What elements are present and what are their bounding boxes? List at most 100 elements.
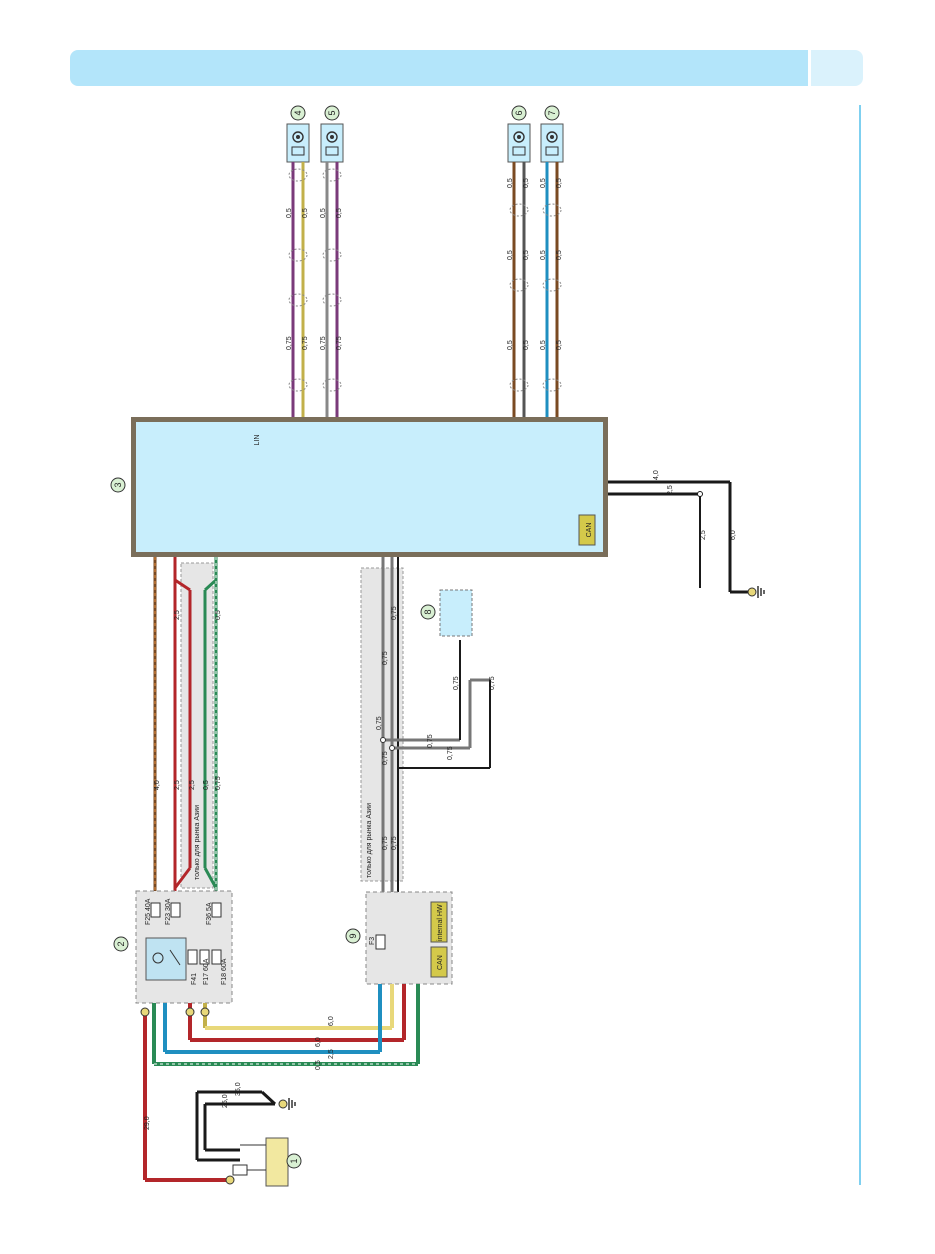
wire-label: 0,75 — [376, 716, 383, 730]
ground-icon — [757, 586, 765, 598]
ground-terminal — [747, 587, 757, 597]
relay-icon — [145, 937, 187, 981]
wire-label: 0,75 — [427, 734, 434, 748]
block-9: F3 internal HW CAN — [365, 891, 453, 985]
wire-label: 0,5 — [556, 178, 563, 188]
lin-label: LIN — [254, 435, 261, 446]
wire-label: 2,5 — [700, 530, 707, 540]
callout-8 — [420, 604, 436, 620]
wire-label: 0,75 — [215, 776, 222, 790]
wire-label: 0,5 — [556, 250, 563, 260]
speaker-connector-4 — [286, 123, 310, 163]
internal-hw-badge — [430, 901, 448, 943]
wire-label: 6,0 — [315, 1037, 322, 1047]
wire-label: 0,5 — [315, 1060, 322, 1070]
speaker-icon — [292, 131, 304, 143]
wire-label: 35,0 — [235, 1082, 242, 1096]
wire-label: 0,5 — [540, 250, 547, 260]
wire-label: 0,5 — [507, 340, 514, 350]
wire-label: 0,5 — [556, 340, 563, 350]
callout-2-text: 2 — [116, 941, 126, 946]
callout-5-text: 5 — [327, 110, 337, 115]
speaker-icon — [326, 131, 338, 143]
wire-label: 0,75 — [382, 651, 389, 665]
speaker-connector-7 — [540, 123, 564, 163]
speaker-4 — [286, 123, 310, 163]
center-harness: 0,75 0,75 0,75 0,75 0,75 0,75 0,75 0,75 … — [360, 557, 496, 892]
can-label: CAN — [437, 955, 444, 970]
callout-3-text: 3 — [113, 482, 123, 487]
fuse-icon — [170, 902, 181, 918]
can-badge — [430, 946, 448, 978]
wire-label: 4,0 — [653, 470, 660, 480]
wire-label: 0,5 — [302, 208, 309, 218]
asia-only-zone-left — [180, 562, 214, 889]
battery-1: 29,0 25,0 35,0 — [140, 1007, 296, 1187]
callout-3 — [110, 477, 126, 493]
wire-label: 0,75 — [320, 336, 327, 350]
fuse-label: F41 — [191, 973, 198, 985]
callout-9-text: 9 — [348, 933, 358, 938]
battery-icon — [265, 1137, 289, 1187]
can-label: CAN — [586, 523, 593, 538]
header-band — [70, 50, 808, 86]
connector-icon — [325, 146, 339, 156]
terminal-icon — [225, 1175, 235, 1185]
callouts-top: 4 5 6 7 — [290, 105, 560, 121]
speaker-wires — [288, 162, 562, 420]
ground-icon — [288, 1098, 296, 1110]
wire-label: 0,75 — [382, 751, 389, 765]
asia-only-note-left: только для рынка Азии — [194, 805, 201, 880]
speaker-icon — [546, 131, 558, 143]
wire-label: 0,75 — [302, 336, 309, 350]
wire-label: 0,75 — [391, 606, 398, 620]
fuse-icon — [232, 1164, 248, 1176]
wire-label: 0,75 — [447, 746, 454, 760]
callout-8-text: 8 — [423, 609, 433, 614]
wire-label: 6,0 — [730, 530, 737, 540]
fuse-label: F25 40A — [145, 898, 152, 925]
fuse-icon — [375, 934, 386, 950]
wire-label: 0,75 — [489, 676, 496, 690]
speaker-5 — [320, 123, 344, 163]
fuse-icon — [211, 949, 222, 965]
callout-9 — [345, 928, 361, 944]
wire-label: 0,75 — [382, 836, 389, 850]
callout-4 — [290, 105, 306, 121]
callout-5 — [324, 105, 340, 121]
terminal-icon — [185, 1007, 195, 1017]
speaker-connector-6 — [507, 123, 531, 163]
wire-label: 0,5 — [523, 340, 530, 350]
wire-label: 0,5 — [507, 178, 514, 188]
wire-label: 29,0 — [144, 1116, 151, 1130]
fuse-label: F23 30A — [165, 898, 172, 925]
fuse-label: F36 5A — [206, 902, 213, 925]
terminal-icon — [200, 1007, 210, 1017]
wire-label: 0,5 — [540, 178, 547, 188]
wire-label: 2,5 — [667, 485, 674, 495]
wire-label: 0,5 — [523, 178, 530, 188]
fuse-label: F18 60A — [221, 958, 228, 985]
callout-2 — [113, 936, 129, 952]
speaker-connector-5 — [320, 123, 344, 163]
wire-label: 0,5 — [507, 250, 514, 260]
wire-label: 2,5 — [174, 610, 181, 620]
wire-label: 0,5 — [320, 208, 327, 218]
page-number-tab — [811, 50, 863, 86]
internal-hw-label: internal HW — [437, 904, 444, 941]
ground-terminal — [278, 1099, 288, 1109]
callout-6 — [511, 105, 527, 121]
fuse-icon — [211, 902, 222, 918]
wire-label: 0,5 — [286, 208, 293, 218]
wire-label: 0,5 — [336, 208, 343, 218]
callout-6-text: 6 — [514, 110, 524, 115]
wire-label: 0,5 — [540, 340, 547, 350]
fuse-icon — [150, 902, 161, 918]
wire-label: 0,5 — [523, 250, 530, 260]
module-3: LIN CAN — [131, 417, 608, 557]
fuse-label: F17 60A — [203, 958, 210, 985]
bottom-power-wires: 6,0 6,0 2,5 0,5 — [152, 984, 420, 1070]
wire-label: 4,0 — [154, 780, 161, 790]
fuse-icon — [187, 949, 198, 965]
wire-label: 2,5 — [328, 1049, 335, 1059]
